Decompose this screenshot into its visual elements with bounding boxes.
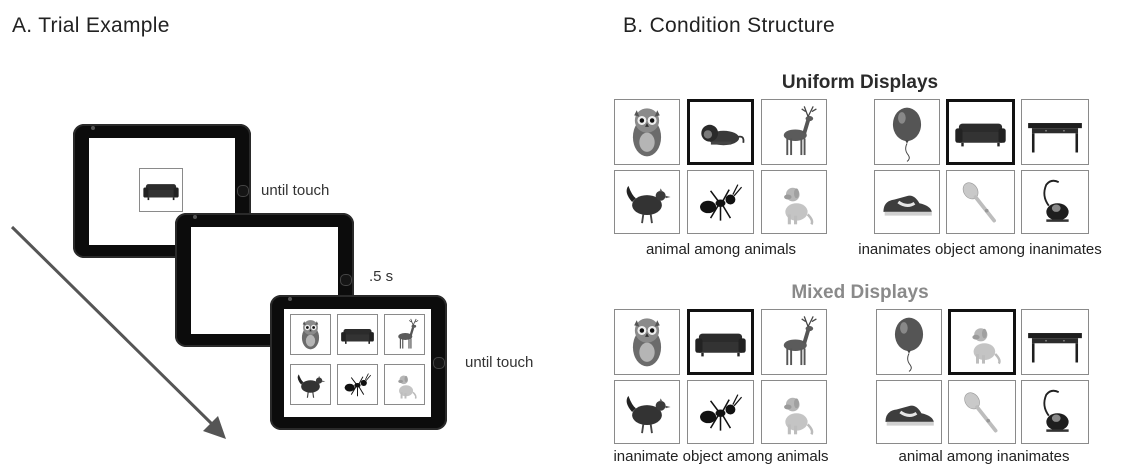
desk-icon (1022, 310, 1088, 374)
hen-icon (615, 171, 679, 233)
grid-sofa (337, 314, 378, 355)
panel-b-title: B. Condition Structure (623, 14, 835, 38)
mixed-heading: Mixed Displays (700, 282, 1020, 304)
spoon-icon (947, 171, 1014, 233)
vacuum-icon (1022, 171, 1088, 233)
dog-icon (762, 381, 826, 443)
owl-icon (615, 310, 679, 374)
mixed-left-ant (687, 380, 754, 444)
hen-icon (615, 381, 679, 443)
owl-icon (291, 315, 330, 354)
sofa-icon (690, 312, 751, 372)
ant-icon (338, 365, 377, 404)
uniform-left-caption: animal among animals (612, 241, 830, 258)
mixed-left-hen (614, 380, 680, 444)
mixed-right-balloon (876, 309, 942, 375)
uniform-right-spoon (946, 170, 1015, 234)
uniform-right-desk (1021, 99, 1089, 165)
spoon-icon (949, 381, 1015, 443)
sofa-icon (338, 315, 377, 354)
mixed-right-desk (1021, 309, 1089, 375)
uniform-right-target-sofa (946, 99, 1015, 165)
balloon-icon (875, 100, 939, 164)
shoe-icon (877, 381, 941, 443)
uniform-right-vacuum (1021, 170, 1089, 234)
uniform-left-deer (761, 99, 827, 165)
uniform-right-caption: inanimates object among inanimates (846, 241, 1114, 258)
owl-icon (615, 100, 679, 164)
grid-dog (384, 364, 425, 405)
timing-1: until touch (261, 182, 329, 199)
uniform-left-hen (614, 170, 680, 234)
uniform-left-ant (687, 170, 754, 234)
timing-3: until touch (465, 354, 533, 371)
uniform-right-balloon (874, 99, 940, 165)
uniform-right-shoe (874, 170, 940, 234)
mixed-left-target-sofa (687, 309, 754, 375)
mixed-left-deer (761, 309, 827, 375)
vacuum-icon (1022, 381, 1088, 443)
uniform-left-dog (761, 170, 827, 234)
deer-icon (762, 310, 826, 374)
sofa-icon (140, 169, 182, 211)
desk-icon (1022, 100, 1088, 164)
grid-ant (337, 364, 378, 405)
uniform-left-owl (614, 99, 680, 165)
deer-icon (385, 315, 424, 354)
mixed-right-spoon (948, 380, 1016, 444)
uniform-left-target-lion (687, 99, 754, 165)
mixed-right-caption: animal among inanimates (872, 448, 1096, 465)
mixed-right-vacuum (1021, 380, 1089, 444)
ant-icon (688, 171, 753, 233)
grid-owl (290, 314, 331, 355)
mixed-left-caption: inanimate object among animals (592, 448, 850, 465)
balloon-icon (877, 310, 941, 374)
preview-sofa (139, 168, 183, 212)
home-button (433, 357, 445, 369)
timing-2: .5 s (369, 268, 393, 285)
dog-icon (385, 365, 424, 404)
lion-icon (690, 102, 751, 162)
mixed-left-dog (761, 380, 827, 444)
panel-a-title: A. Trial Example (12, 14, 170, 38)
dog-icon (951, 312, 1013, 372)
grid-hen (290, 364, 331, 405)
mixed-left-owl (614, 309, 680, 375)
sofa-icon (949, 102, 1012, 162)
deer-icon (762, 100, 826, 164)
grid-deer (384, 314, 425, 355)
shoe-icon (875, 171, 939, 233)
ant-icon (688, 381, 753, 443)
tablet-screen (284, 309, 431, 417)
home-button (340, 274, 352, 286)
tablet-search-display (270, 295, 447, 430)
mixed-right-shoe (876, 380, 942, 444)
mixed-right-target-dog (948, 309, 1016, 375)
uniform-heading: Uniform Displays (700, 72, 1020, 94)
hen-icon (291, 365, 330, 404)
dog-icon (762, 171, 826, 233)
home-button (237, 185, 249, 197)
